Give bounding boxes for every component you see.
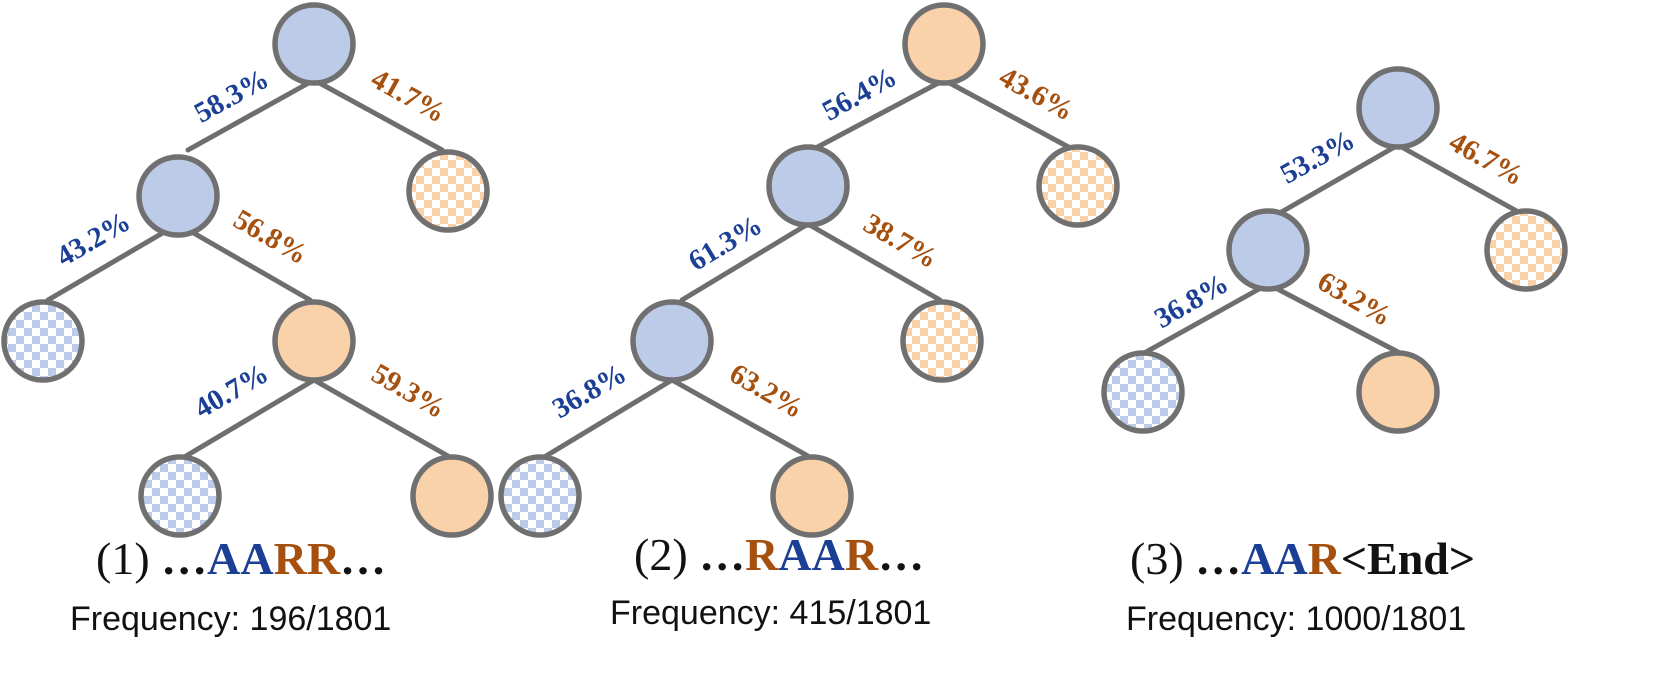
- caption-token: <End>: [1340, 533, 1476, 584]
- edge-percentage: 61.3%: [683, 209, 768, 278]
- edge-percentage: 40.7%: [189, 357, 274, 425]
- node-orange-checkered: [406, 149, 490, 233]
- edge-percentage: 43.2%: [51, 205, 136, 273]
- node-orange-solid: [770, 454, 854, 538]
- edge-percentage: 56.4%: [817, 61, 902, 128]
- edge-percentage: 58.3%: [189, 63, 274, 130]
- caption-token: RR: [273, 533, 341, 584]
- node-blue-solid: [1226, 208, 1310, 292]
- node-blue-solid: [1356, 66, 1440, 150]
- edge: [1143, 281, 1271, 355]
- edge: [45, 221, 181, 303]
- caption-token: AA: [778, 529, 845, 580]
- node-blue-checkered: [498, 454, 582, 538]
- node-orange-checkered: [1036, 144, 1120, 228]
- tree-3-caption: (3) …AAR<End>: [1130, 532, 1475, 585]
- caption-token: AA: [207, 533, 274, 584]
- tree-3-frequency: Frequency: 1000/1801: [1126, 600, 1467, 638]
- edge-percentage: 43.6%: [994, 61, 1079, 128]
- node-orange-checkered: [900, 299, 984, 383]
- caption-token: …: [340, 533, 387, 584]
- edge: [311, 377, 451, 459]
- tree-1-caption: (1) …AARR…: [96, 532, 386, 585]
- edge: [669, 377, 811, 459]
- edge: [543, 377, 675, 459]
- edge: [809, 77, 947, 153]
- edge: [805, 221, 943, 303]
- edge: [679, 221, 811, 303]
- node-blue-solid: [136, 154, 220, 238]
- caption-token: …: [161, 533, 208, 584]
- caption-token: AA: [1241, 533, 1308, 584]
- caption-token: R: [844, 529, 879, 580]
- caption-prefix: (2): [634, 529, 700, 580]
- node-blue-checkered: [138, 454, 222, 538]
- node-blue-checkered: [1101, 350, 1185, 434]
- edge: [1275, 142, 1401, 217]
- caption-token: R: [1307, 533, 1341, 584]
- tree-2-frequency: Frequency: 415/1801: [610, 594, 932, 632]
- edge-percentage: 36.8%: [547, 357, 632, 425]
- caption-token: R: [745, 529, 779, 580]
- caption-prefix: (3): [1130, 533, 1196, 584]
- edge-percentage: 63.2%: [1312, 265, 1397, 333]
- node-blue-solid: [766, 144, 850, 228]
- caption-token: …: [878, 529, 925, 580]
- caption-sequence: …AAR<End>: [1195, 533, 1475, 584]
- edge-percentage: 41.7%: [366, 63, 451, 130]
- tree-1-frequency: Frequency: 196/1801: [70, 600, 392, 638]
- node-orange-solid: [410, 454, 494, 538]
- edge-percentage: 38.7%: [858, 207, 943, 275]
- caption-sequence: …RAAR…: [699, 529, 924, 580]
- edge: [183, 377, 317, 459]
- edge: [311, 77, 445, 153]
- node-blue-checkered: [1, 299, 85, 383]
- caption-sequence: …AARR…: [161, 533, 386, 584]
- node-orange-solid: [272, 299, 356, 383]
- edge-percentage: 53.3%: [1275, 124, 1360, 191]
- edge: [185, 77, 317, 153]
- edge-percentage: 46.7%: [1444, 126, 1529, 193]
- node-orange-checkered: [1484, 208, 1568, 292]
- tree-2-caption: (2) …RAAR…: [634, 528, 924, 581]
- node-orange-solid: [902, 2, 986, 86]
- caption-token: …: [699, 529, 746, 580]
- node-blue-solid: [272, 2, 356, 86]
- edge: [1395, 142, 1525, 217]
- caption-token: …: [1195, 533, 1242, 584]
- edge: [1265, 281, 1401, 355]
- caption-prefix: (1): [96, 533, 162, 584]
- node-blue-solid: [630, 299, 714, 383]
- edge: [941, 77, 1077, 153]
- tree-3: 53.3% 46.7% 36.8% 63.2%: [1101, 66, 1568, 434]
- edge: [175, 221, 313, 303]
- tree-2: 56.4% 43.6% 61.3% 38.7% 36.8% 63.2%: [498, 2, 1120, 538]
- node-orange-solid: [1356, 350, 1440, 434]
- tree-1: 58.3% 41.7% 43.2% 56.8% 40.7% 59.3%: [1, 2, 494, 538]
